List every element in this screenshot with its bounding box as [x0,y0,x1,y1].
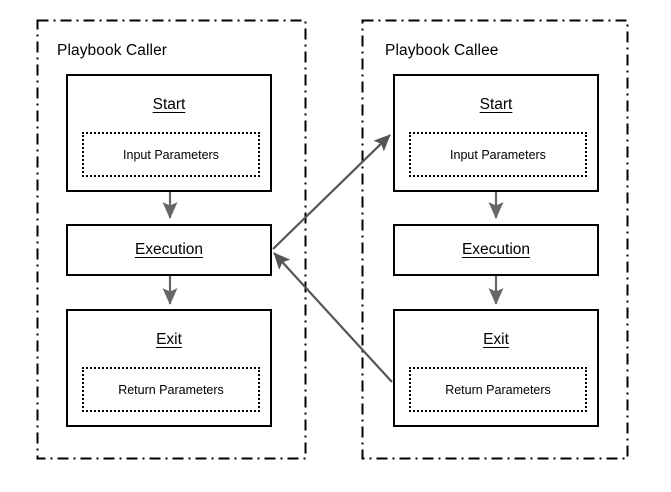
node-caller-execution[interactable]: Execution [66,224,272,276]
node-caller-start-title: Start [152,96,186,113]
panel-title-callee: Playbook Callee [385,42,499,59]
node-callee-start-title: Start [479,96,513,113]
node-callee-exit-title: Exit [483,331,509,348]
node-callee-execution-title: Execution [461,241,531,258]
node-caller-exit[interactable]: Exit Return Parameters [66,309,272,427]
inner-label-caller-exit-return: Return Parameters [118,382,224,397]
inner-label-callee-exit-return: Return Parameters [445,382,551,397]
inner-box-caller-exit-return: Return Parameters [82,367,260,412]
node-caller-start[interactable]: Start Input Parameters [66,74,272,192]
panel-title-caller: Playbook Caller [57,42,168,59]
node-callee-exit[interactable]: Exit Return Parameters [393,309,599,427]
node-callee-start[interactable]: Start Input Parameters [393,74,599,192]
inner-label-callee-start-input: Input Parameters [450,147,546,162]
inner-label-caller-start-input: Input Parameters [123,147,219,162]
node-caller-execution-title: Execution [134,241,204,258]
node-callee-execution[interactable]: Execution [393,224,599,276]
node-caller-exit-title: Exit [156,331,182,348]
inner-box-callee-exit-return: Return Parameters [409,367,587,412]
inner-box-callee-start-input: Input Parameters [409,132,587,177]
inner-box-caller-start-input: Input Parameters [82,132,260,177]
